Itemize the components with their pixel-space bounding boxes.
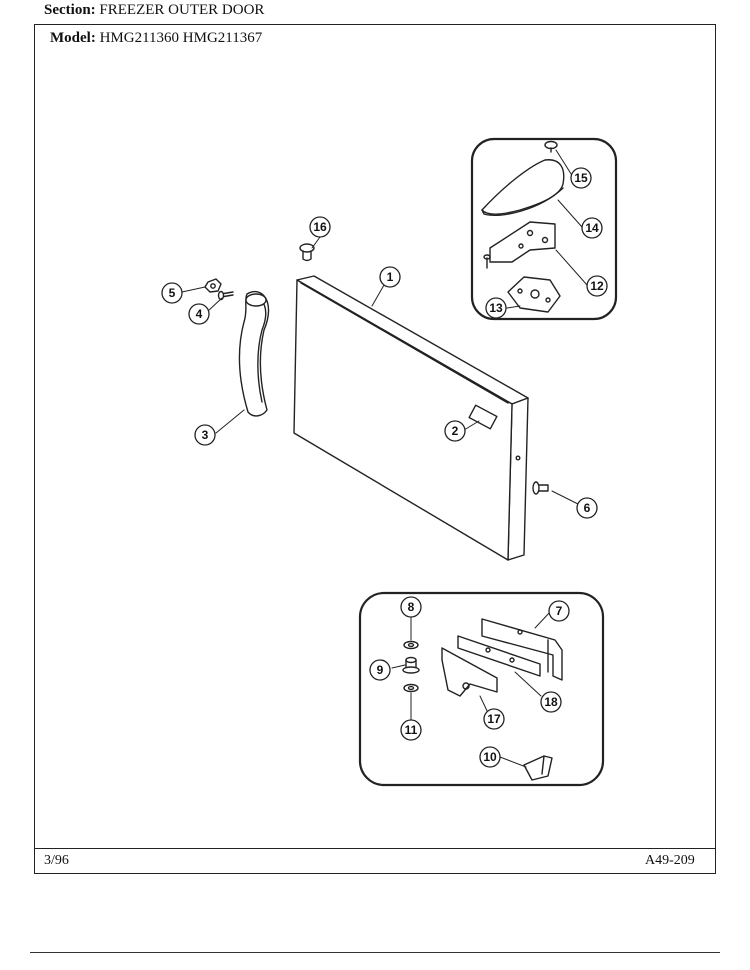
- washer-11: [403, 683, 419, 693]
- top-hinge-inset: [470, 137, 618, 321]
- callout-1: 1: [387, 270, 394, 284]
- section-value: FREEZER OUTER DOOR: [99, 2, 265, 18]
- callout-5: 5: [169, 286, 176, 300]
- callout-10: 10: [483, 750, 497, 764]
- footer-code: A49-209: [645, 853, 695, 868]
- model-label: Model:: [50, 30, 96, 46]
- plug-15: [544, 140, 558, 153]
- callout-17: 17: [487, 712, 501, 726]
- frame-footer-rule: [34, 848, 716, 849]
- callout-4: 4: [196, 307, 203, 321]
- callout-18: 18: [544, 695, 558, 709]
- section-header: Section: FREEZER OUTER DOOR: [44, 0, 264, 22]
- page-bottom-rule: [30, 952, 720, 953]
- hinge-cover-14: [481, 159, 565, 217]
- plate-17: [441, 647, 498, 697]
- callout-9: 9: [377, 663, 384, 677]
- door-panel: [293, 275, 529, 561]
- screw-4: [217, 290, 234, 301]
- top-hinge-12: [483, 221, 556, 269]
- bottom-hinge-inset: [358, 591, 605, 787]
- door-handle: [238, 290, 270, 417]
- section-label: Section:: [44, 2, 96, 18]
- washer-8: [403, 640, 419, 650]
- callout-2: 2: [452, 424, 459, 438]
- pin-9: [402, 656, 420, 674]
- footer-date: 3/96: [44, 853, 69, 868]
- callout-3: 3: [202, 428, 209, 442]
- clip-10: [523, 755, 553, 781]
- callout-15: 15: [574, 171, 588, 185]
- model-header: Model: HMG211360 HMG211367: [50, 30, 262, 47]
- callout-7: 7: [556, 604, 563, 618]
- screw-6: [532, 481, 549, 495]
- callout-12: 12: [590, 279, 604, 293]
- callout-16: 16: [313, 220, 327, 234]
- callout-6: 6: [584, 501, 591, 515]
- model-value: HMG211360 HMG211367: [99, 30, 263, 46]
- callout-11: 11: [405, 723, 418, 737]
- shim-13: [507, 276, 561, 313]
- bracket-18: [457, 635, 541, 677]
- callout-13: 13: [489, 301, 503, 315]
- callout-14: 14: [585, 221, 599, 235]
- bottom-hinge-7: [481, 618, 563, 681]
- leader-lines: [181, 149, 588, 768]
- screw-16: [299, 243, 315, 262]
- nut-5: [204, 278, 222, 293]
- callout-8: 8: [408, 600, 415, 614]
- diagram-frame: [34, 24, 716, 874]
